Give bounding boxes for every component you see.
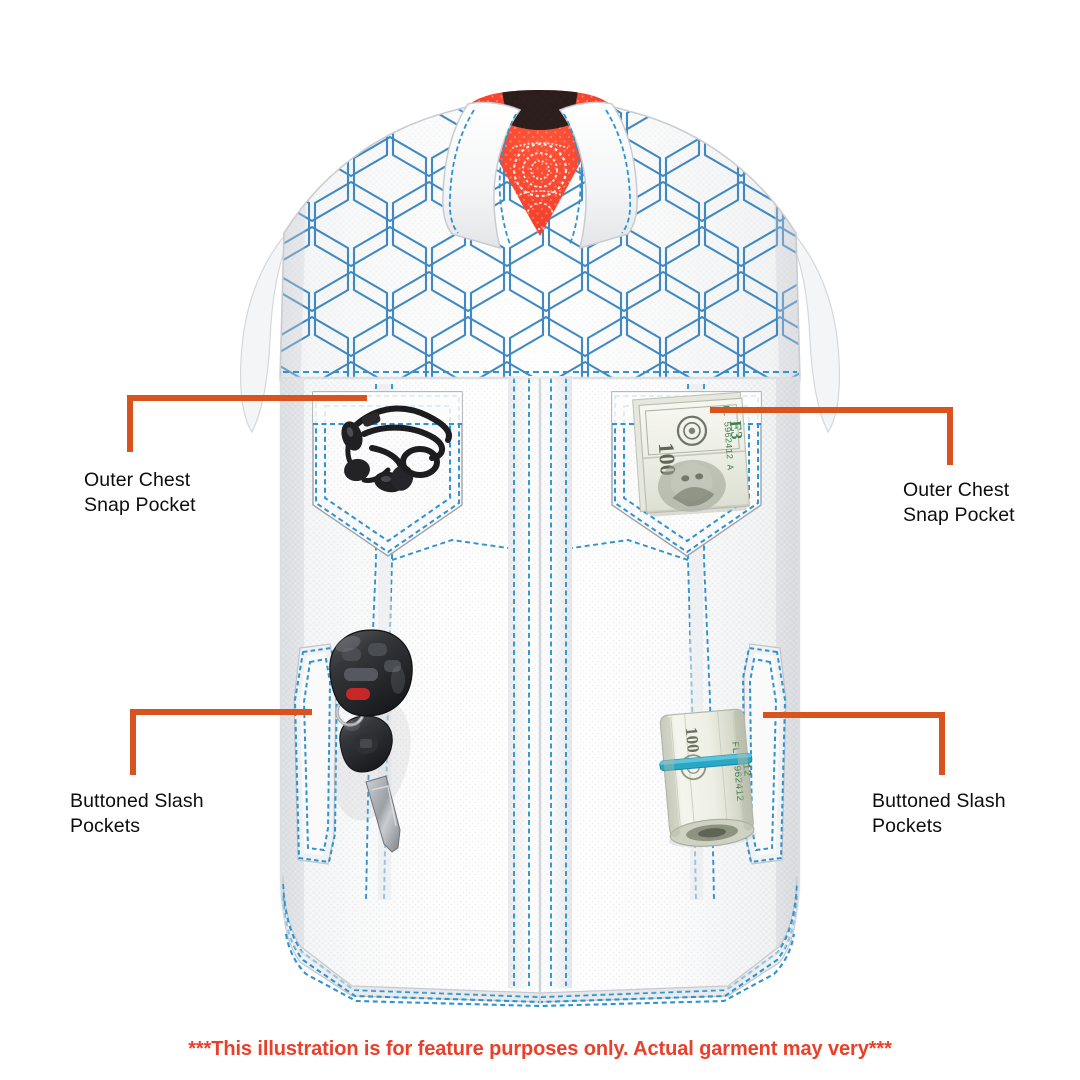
yoke-outline [279,105,801,381]
vest-shoulder-panels [239,235,841,434]
callout-label-buttoned-slash-pockets-right: Buttoned Slash Pockets [872,790,1006,838]
svg-text:E3: E3 [726,420,744,440]
slash-pocket-stitching-right [741,646,787,864]
earbuds-prop [341,405,452,493]
collar-band-right [558,101,638,250]
svg-text:100: 100 [682,726,703,753]
disclaimer-text: ***This illustration is for feature purp… [188,1038,892,1060]
collar-stitching [448,109,632,245]
front-placket [508,376,572,996]
svg-text:FL 5962412 A: FL 5962412 A [720,405,735,471]
callout-label-buttoned-slash-pockets-left: Buttoned Slash Pockets [70,790,204,838]
vest-collar [442,90,638,250]
callout-label-outer-chest-snap-pocket-left: Outer Chest Snap Pocket [84,469,196,517]
buttoned-slash-pocket-right[interactable] [741,643,787,865]
cash-roll-prop: 100 FL 5962412 L12 [659,708,757,848]
car-keys-prop [329,629,413,853]
collar-band-left [442,101,522,250]
hundred-dollar-bill-prop: 100 E3 FL 5962412 A [632,391,750,517]
callout-label-outer-chest-snap-pocket-right: Outer Chest Snap Pocket [903,479,1015,527]
